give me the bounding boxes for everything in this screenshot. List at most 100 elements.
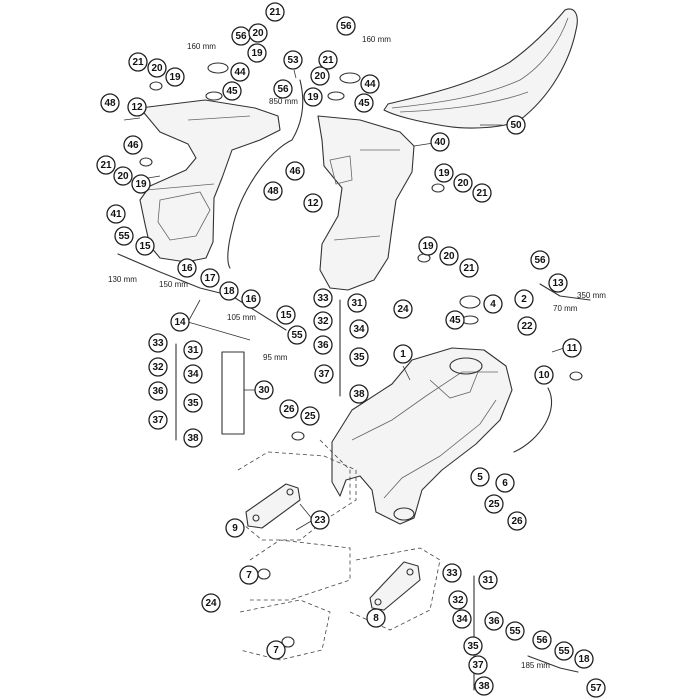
callout-56: 56 <box>273 79 293 99</box>
callout-number: 19 <box>169 72 181 83</box>
dimension-label: 160 mm <box>187 42 216 51</box>
callout-18: 18 <box>219 281 239 301</box>
callout-number: 21 <box>132 57 144 68</box>
callout-number: 25 <box>304 411 316 422</box>
callout-circle <box>114 226 134 246</box>
callout-45: 45 <box>354 93 374 113</box>
callout-number: 19 <box>307 92 319 103</box>
callout-circle <box>532 630 552 650</box>
callout-number: 24 <box>397 304 409 315</box>
callout-38: 38 <box>349 384 369 404</box>
callout-number: 21 <box>322 55 334 66</box>
callout-circle <box>472 183 492 203</box>
callout-circle <box>148 333 168 353</box>
callout-37: 37 <box>468 655 488 675</box>
callout-17: 17 <box>200 268 220 288</box>
callout-circle <box>453 173 473 193</box>
callout-19: 19 <box>303 87 323 107</box>
callout-4: 4 <box>483 294 503 314</box>
callout-circle <box>300 406 320 426</box>
callout-16: 16 <box>177 258 197 278</box>
callout-number: 16 <box>181 263 193 274</box>
callout-38: 38 <box>474 676 494 696</box>
callout-number: 19 <box>251 48 263 59</box>
callout-23: 23 <box>310 510 330 530</box>
callout-circle <box>418 236 438 256</box>
callout-number: 33 <box>317 293 329 304</box>
callout-circle <box>241 289 261 309</box>
callout-21: 21 <box>128 52 148 72</box>
callout-number: 56 <box>536 635 548 646</box>
callout-circle <box>273 79 293 99</box>
callout-11: 11 <box>562 338 582 358</box>
callout-circle <box>248 23 268 43</box>
callout-37: 37 <box>148 410 168 430</box>
callout-number: 7 <box>273 645 279 656</box>
callout-number: 20 <box>117 171 129 182</box>
callout-18: 18 <box>574 649 594 669</box>
callout-number: 36 <box>317 340 329 351</box>
callout-circle <box>349 347 369 367</box>
callout-number: 12 <box>131 102 143 113</box>
callout-number: 26 <box>283 404 295 415</box>
callout-circle <box>183 428 203 448</box>
callout-20: 20 <box>147 58 167 78</box>
callout-45: 45 <box>445 310 465 330</box>
callout-24: 24 <box>393 299 413 319</box>
callout-number: 17 <box>204 273 216 284</box>
callout-34: 34 <box>183 364 203 384</box>
callout-number: 53 <box>287 55 299 66</box>
callout-2: 2 <box>514 289 534 309</box>
callout-number: 34 <box>456 614 468 625</box>
callout-19: 19 <box>247 43 267 63</box>
callout-circle <box>148 410 168 430</box>
callout-number: 20 <box>151 63 163 74</box>
callout-circle <box>165 67 185 87</box>
callout-36: 36 <box>148 381 168 401</box>
callout-15: 15 <box>276 305 296 325</box>
callout-25: 25 <box>300 406 320 426</box>
callout-number: 14 <box>174 317 186 328</box>
callout-number: 9 <box>232 523 238 534</box>
callout-circle <box>128 52 148 72</box>
callout-number: 40 <box>434 137 446 148</box>
callout-19: 19 <box>418 236 438 256</box>
callout-21: 21 <box>265 2 285 22</box>
callout-number: 13 <box>552 278 564 289</box>
bracket-left-part <box>245 483 301 529</box>
callout-circle <box>265 2 285 22</box>
callout-circle <box>448 590 468 610</box>
callout-32: 32 <box>313 311 333 331</box>
callout-circle <box>222 81 242 101</box>
callout-number: 41 <box>110 209 122 220</box>
callout-circle <box>303 193 323 213</box>
callout-26: 26 <box>507 511 527 531</box>
callout-circle <box>263 181 283 201</box>
bracket-right-part <box>369 561 421 611</box>
callout-number: 21 <box>463 263 475 274</box>
callout-32: 32 <box>148 357 168 377</box>
callout-circle <box>478 570 498 590</box>
callout-33: 33 <box>313 288 333 308</box>
callout-circle <box>177 258 197 278</box>
callout-number: 35 <box>353 352 365 363</box>
callout-20: 20 <box>310 66 330 86</box>
callout-number: 4 <box>490 299 496 310</box>
callout-number: 12 <box>307 198 319 209</box>
fuel-tank-part <box>331 347 513 525</box>
dimension-label: 150 mm <box>159 280 188 289</box>
callout-number: 21 <box>269 7 281 18</box>
callout-number: 26 <box>511 516 523 527</box>
callout-number: 38 <box>187 433 199 444</box>
callout-53: 53 <box>283 50 303 70</box>
callout-31: 31 <box>478 570 498 590</box>
callout-circle <box>200 268 220 288</box>
callout-circle <box>127 97 147 117</box>
callout-circle <box>254 380 274 400</box>
callout-32: 32 <box>448 590 468 610</box>
dimension-label: 130 mm <box>108 275 137 284</box>
callout-38: 38 <box>183 428 203 448</box>
callout-55: 55 <box>554 641 574 661</box>
callout-number: 36 <box>152 386 164 397</box>
callout-1: 1 <box>393 344 413 364</box>
